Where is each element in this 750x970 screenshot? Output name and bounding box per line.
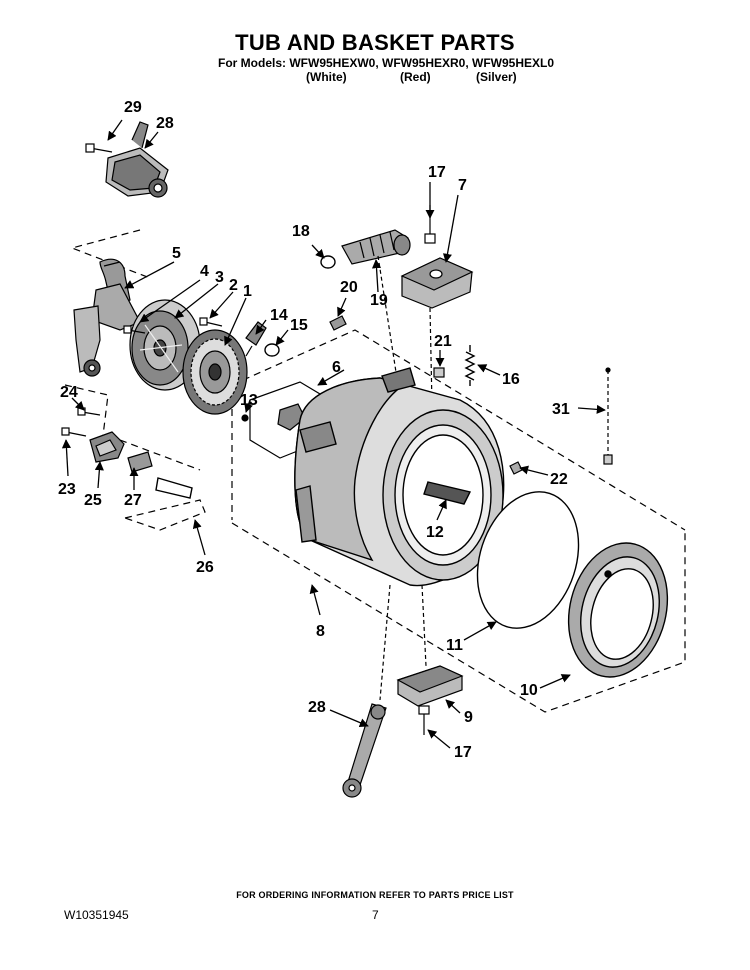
callout-15: 15: [290, 317, 308, 334]
callout-2: 2: [229, 277, 238, 294]
callout-19: 19: [370, 292, 388, 309]
part-bolt-17-bottom: [418, 705, 430, 735]
callout-22: 22: [550, 471, 568, 488]
callout-1: 1: [243, 283, 252, 300]
callout-4: 4: [200, 263, 209, 280]
callout-20: 20: [340, 279, 358, 296]
callout-11: 11: [446, 637, 463, 654]
callout-8: 8: [316, 623, 325, 640]
callout-16: 16: [502, 371, 520, 388]
callout-17-top: 17: [428, 164, 446, 181]
callout-14: 14: [270, 307, 288, 324]
callout-9: 9: [464, 709, 473, 726]
callout-25: 25: [84, 492, 102, 509]
callout-17-bottom: 17: [454, 744, 472, 761]
part-tub-8: [294, 367, 505, 587]
part-bolt-13: [241, 414, 249, 422]
part-screw-24: [77, 407, 101, 416]
page-title: TUB AND BASKET PARTS: [235, 30, 515, 55]
part-screw-23: [61, 427, 87, 437]
callout-23: 23: [58, 481, 76, 498]
model-list: For Models: WFW95HEXW0, WFW95HEXR0, WFW9…: [218, 56, 555, 70]
callout-10: 10: [520, 682, 538, 699]
variant-white: (White): [306, 70, 347, 84]
callout-31: 31: [552, 401, 570, 418]
callout-numbers: 29 28 5 4 3 2 1 14 15 18 19 20 17 7 21 1…: [58, 99, 570, 761]
part-front-ring-10: [567, 542, 669, 678]
callout-12: 12: [426, 524, 444, 541]
callout-leaders: [61, 119, 606, 749]
ordering-note: FOR ORDERING INFORMATION REFER TO PARTS …: [236, 890, 514, 900]
callout-21: 21: [434, 333, 452, 350]
part-clip-21: [433, 367, 445, 378]
part-rotor-1: [182, 329, 248, 415]
page-number: 7: [372, 908, 379, 922]
callout-28: 28: [308, 699, 326, 716]
part-bracket-7: [400, 257, 474, 406]
callout-18: 18: [292, 223, 310, 240]
callout-7: 7: [458, 177, 467, 194]
part-bolt-2: [199, 317, 223, 327]
part-hose-19: [341, 229, 411, 386]
document-number: W10351945: [64, 908, 129, 922]
callout-24: 24: [60, 384, 78, 401]
part-damper-28: [342, 584, 391, 798]
callout-29: 28: [156, 115, 174, 132]
part-bracket-9: [396, 584, 464, 707]
part-spring-16: [464, 345, 476, 386]
callout-5: 5: [172, 245, 181, 262]
callout-27: 27: [124, 492, 142, 509]
variant-silver: (Silver): [476, 70, 517, 84]
part-clip-27: [127, 451, 153, 473]
variant-red: (Red): [400, 70, 431, 84]
callout-6: 6: [332, 359, 341, 376]
part-screw-31: [603, 367, 613, 465]
part-clamp-18: [320, 255, 336, 269]
part-seal-11: [476, 491, 580, 629]
callout-26: 26: [196, 559, 214, 576]
part-screw-30: [85, 143, 113, 153]
part-sensor-14: [245, 321, 267, 357]
part-clip-20: [329, 315, 347, 331]
part-hose-5: [73, 258, 141, 377]
part-ring-15: [264, 343, 280, 357]
part-harness-26: [155, 477, 193, 499]
callout-3: 3: [215, 269, 224, 286]
part-bracket-25: [89, 431, 125, 463]
part-bolt-4: [123, 325, 146, 334]
part-connector-29: [105, 121, 169, 198]
callout-13: 13: [240, 392, 258, 409]
callout-30: 29: [124, 99, 142, 116]
